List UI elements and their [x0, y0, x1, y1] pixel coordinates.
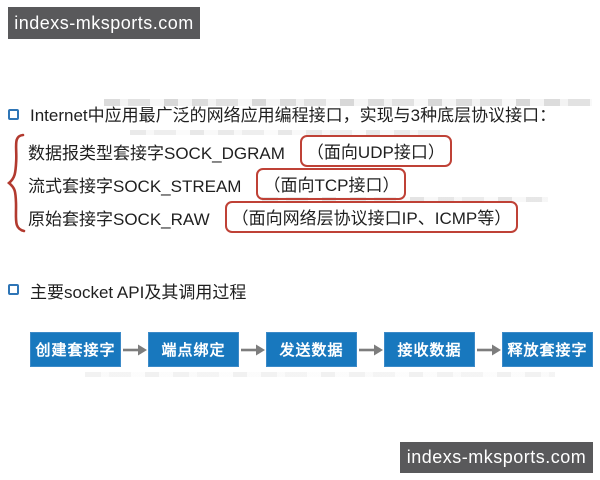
socket-type-row: 流式套接字SOCK_STREAM （面向TCP接口）: [28, 168, 407, 200]
socket-type-row: 原始套接字SOCK_RAW （面向网络层协议接口IP、ICMP等）: [28, 201, 519, 233]
hand-drawn-brace-icon: [6, 133, 26, 233]
flow-step-release-socket: 释放套接字: [502, 332, 593, 367]
compression-artifact-strip: [85, 372, 555, 377]
bullet-square-icon: [8, 109, 19, 120]
socket-type-note-box: （面向UDP接口）: [299, 135, 452, 167]
socket-type-note-box: （面向网络层协议接口IP、ICMP等）: [224, 201, 519, 233]
flow-arrow-icon: [476, 344, 501, 355]
flow-arrow-icon: [122, 344, 147, 355]
watermark-badge-bottom: indexs-mksports.com: [400, 442, 593, 473]
socket-type-note-box: （面向TCP接口）: [256, 168, 407, 200]
socket-type-label: 流式套接字SOCK_STREAM: [28, 176, 242, 196]
flow-arrow-icon: [358, 344, 383, 355]
flow-step-send-data: 发送数据: [266, 332, 357, 367]
compression-artifact-strip: [104, 99, 592, 106]
socket-api-bullet-text: 主要socket API及其调用过程: [30, 283, 247, 302]
socket-type-row: 数据报类型套接字SOCK_DGRAM （面向UDP接口）: [28, 135, 452, 167]
compression-artifact-strip: [130, 130, 450, 135]
bullet-square-icon: [8, 284, 19, 295]
intro-bullet-text: Internet中应用最广泛的网络应用编程接口，实现与3种底层协议接口：: [30, 106, 557, 125]
flow-step-create-socket: 创建套接字: [30, 332, 121, 367]
watermark-badge-top: indexs-mksports.com: [8, 7, 200, 39]
socket-type-label: 数据报类型套接字SOCK_DGRAM: [28, 143, 285, 163]
compression-artifact-strip: [262, 197, 548, 202]
socket-type-label: 原始套接字SOCK_RAW: [28, 209, 210, 229]
flow-step-bind-endpoint: 端点绑定: [148, 332, 239, 367]
flow-arrow-icon: [240, 344, 265, 355]
flow-step-receive-data: 接收数据: [384, 332, 475, 367]
socket-api-flow-diagram: 创建套接字 端点绑定 发送数据 接收数据 释放套接字: [30, 332, 593, 367]
